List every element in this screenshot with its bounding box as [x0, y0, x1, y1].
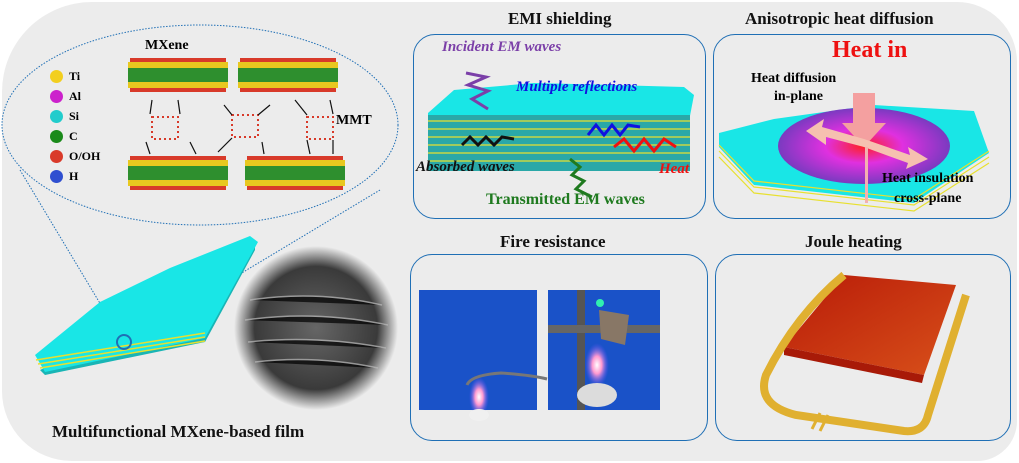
mxene-slab — [238, 58, 338, 92]
mmt-label: MMT — [336, 113, 372, 128]
emi-title: EMI shielding — [508, 9, 612, 28]
legend-label: O/OH — [69, 148, 101, 163]
atom-swatch-icon — [50, 69, 63, 83]
cross-plane-label-2: cross-plane — [894, 191, 962, 206]
atom-swatch-icon — [50, 109, 63, 123]
legend-label: C — [69, 128, 78, 143]
legend-label: Ti — [69, 68, 81, 83]
legend-item: Al — [50, 86, 100, 106]
heat-diffusion-title: Anisotropic heat diffusion — [745, 9, 934, 28]
legend-item: O/OH — [50, 146, 100, 166]
fire-photos — [419, 290, 660, 421]
reflection-wave-arrow — [586, 122, 641, 138]
atom-swatch-icon — [50, 149, 63, 163]
legend-item: C — [50, 126, 100, 146]
battery-plate-1 — [810, 412, 822, 430]
zoom-line-right — [129, 189, 381, 341]
heated-film — [784, 275, 956, 375]
mxene-label: MXene — [145, 38, 189, 53]
legend-label: Al — [69, 88, 81, 103]
heat-in-arrow-shaft — [853, 93, 875, 123]
heat-diffusion-drawing — [718, 93, 990, 212]
heat-label: Heat — [659, 161, 689, 177]
in-plane-label-2: in-plane — [774, 89, 824, 104]
mxene-slab — [128, 156, 228, 190]
transmitted-wave-arrow — [569, 157, 593, 199]
sem-image — [234, 246, 398, 410]
mxene-slab — [245, 156, 345, 190]
joule-title: Joule heating — [805, 232, 902, 251]
legend-item: Si — [50, 106, 100, 126]
in-plane-arrow-right — [864, 139, 928, 169]
mmt-cluster — [151, 114, 334, 140]
main-caption: Multifunctional MXene-based film — [52, 422, 305, 441]
atom-swatch-icon — [50, 89, 63, 103]
electrode-circuit — [760, 271, 970, 436]
reflections-label: Multiple reflections — [516, 79, 638, 95]
emi-panel: Incident EM waves Multiple reflections A… — [413, 34, 706, 219]
battery-plate-2 — [818, 414, 830, 432]
bond-lines — [145, 99, 334, 155]
magnify-circle — [116, 334, 132, 350]
cross-plane-arrow — [865, 147, 868, 203]
transmitted-label: Transmitted EM waves — [486, 191, 645, 208]
heat-in-arrowhead — [842, 123, 886, 147]
emi-drawing — [428, 71, 694, 199]
atom-swatch-icon — [50, 169, 63, 183]
fire-panel — [410, 254, 708, 441]
zoom-ellipse — [1, 24, 399, 226]
absorbed-wave-arrow — [460, 134, 515, 148]
legend-label: Si — [69, 108, 80, 123]
heat-in-label: Heat in — [832, 37, 908, 63]
joule-panel — [715, 254, 1011, 441]
sem-layers — [244, 295, 389, 369]
layered-film — [35, 236, 258, 375]
in-plane-label-1: Heat diffusion — [751, 71, 837, 86]
heat-wave-arrow — [613, 136, 677, 154]
incident-wave-arrow — [463, 71, 493, 111]
fire-title: Fire resistance — [500, 232, 606, 251]
atom-swatch-icon — [50, 129, 63, 143]
heat-diffusion-panel: Heat in Heat diffusion in-plane Heat ins… — [713, 34, 1011, 219]
in-plane-arrow-left — [806, 119, 864, 147]
legend-item: Ti — [50, 66, 100, 86]
cross-plane-label-1: Heat insulation — [882, 171, 974, 186]
legend-item: H — [50, 166, 100, 186]
legend-label: H — [69, 168, 79, 183]
incident-label: Incident EM waves — [442, 39, 562, 55]
joule-heating-drawing — [760, 271, 970, 436]
mxene-slab — [128, 58, 228, 92]
absorbed-label: Absorbed waves — [416, 159, 515, 175]
